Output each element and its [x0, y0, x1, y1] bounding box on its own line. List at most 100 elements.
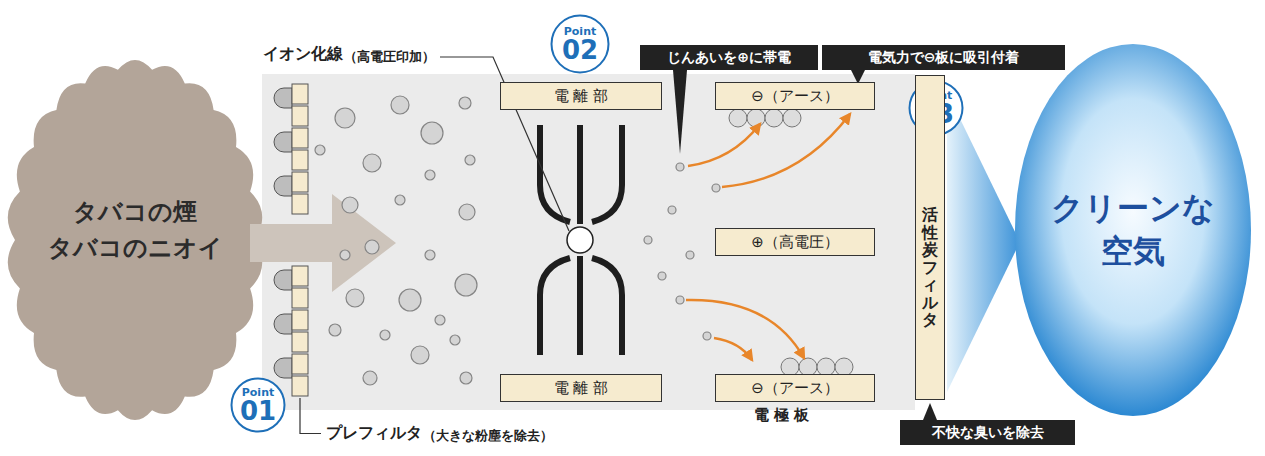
smoke-cloud-label-text: タバコの煙 [73, 194, 197, 230]
outflow-triangle [947, 92, 1020, 392]
part-label-note: （大きな粉塵を除去） [423, 427, 553, 445]
prefilter [274, 84, 308, 396]
note-box-text: 電気力で⊖板に吸引付着 [868, 49, 1020, 67]
carbon-filter-text: 活性炭フィルタ [922, 206, 938, 329]
prefilter-element [292, 310, 308, 330]
ionizer-box: 電 離 部 [500, 374, 662, 402]
attraction-arrow [722, 114, 850, 187]
electrode-stroke [577, 125, 583, 224]
leader-line [300, 398, 321, 434]
prefilter-element [274, 176, 292, 196]
dust-particle [399, 289, 421, 311]
attraction-arrow [686, 300, 804, 358]
prefilter-element [292, 106, 308, 126]
dust-particle [747, 109, 765, 127]
dust-particle [315, 145, 325, 155]
dust-particle [450, 335, 460, 345]
electrode-plate: ⊕（高電圧） [715, 228, 875, 256]
pointer-wedge [923, 403, 937, 420]
dust-particle [421, 122, 443, 144]
prefilter-element [292, 194, 308, 214]
dust-particle [765, 109, 783, 127]
prefilter-element [292, 150, 308, 170]
prefilter-element [292, 128, 308, 148]
dust-particle [703, 332, 711, 340]
dust-particle [391, 96, 409, 114]
dust-particle [712, 184, 720, 192]
particles [315, 96, 720, 385]
dust-particle [425, 170, 435, 180]
callout-number-text: 01 [240, 398, 276, 424]
dust-particle [340, 250, 350, 260]
part-label: プレフィルタ [326, 423, 422, 444]
note-box-text: 不快な臭いを除去 [932, 424, 1044, 442]
dust-particle [783, 109, 801, 127]
dust-particle [658, 272, 666, 280]
dust-particle [729, 109, 747, 127]
callout-number: Point01 [230, 377, 286, 433]
dust-particle [668, 206, 676, 214]
smoke-cloud-label: タバコの煙タバコのニオイ [30, 178, 240, 282]
part-label-note: （高電圧印加） [344, 48, 435, 66]
attraction-arrow [714, 338, 752, 360]
dust-particle [365, 240, 379, 254]
attraction-arrows [686, 114, 850, 360]
dust-particle [455, 274, 477, 296]
dust-particle [459, 204, 475, 220]
prefilter-element [274, 314, 292, 334]
dust-particle [342, 197, 358, 213]
electrode-plate: ⊖（アース） [715, 82, 875, 110]
electrode-stroke [592, 258, 622, 355]
dust-particle [363, 371, 377, 385]
callout-number-text: Point [564, 26, 596, 37]
dust-particle [346, 289, 364, 307]
dust-particle [676, 296, 684, 304]
attraction-arrow [688, 124, 760, 166]
dust-particle [465, 155, 475, 165]
prefilter-element [292, 376, 308, 396]
ionizer-box-text: 電 離 部 [554, 379, 609, 398]
smoke-cloud [8, 60, 262, 420]
note-box: じんあいを⊕に帯電 [640, 45, 818, 70]
ionizing-wire [567, 227, 593, 253]
dust-particle [411, 346, 429, 364]
dust-particle [435, 315, 445, 325]
prefilter-element [292, 354, 308, 374]
smoke-cloud-label-text: タバコのニオイ [48, 230, 223, 266]
prefilter-element [274, 270, 292, 290]
dust-particle [335, 108, 355, 128]
dust-particle [686, 251, 694, 259]
ionizer-box-text: 電 離 部 [554, 87, 609, 106]
inflow-arrow [250, 194, 396, 292]
electrode-stroke [592, 125, 622, 222]
electrode-plate-text: ⊕（高電圧） [751, 233, 839, 252]
callout-circle [552, 16, 609, 73]
electrode-plate-text: ⊖（アース） [751, 379, 839, 398]
electrode-plate: ⊖（アース） [715, 374, 875, 402]
note-box: 電気力で⊖板に吸引付着 [822, 45, 1065, 70]
note-box-text: じんあいを⊕に帯電 [667, 49, 791, 67]
prefilter-element [274, 358, 292, 378]
clean-air-label: クリーンな 空気 [1015, 45, 1251, 415]
part-label: イオン化線 [263, 44, 343, 65]
ionizer-electrodes [540, 125, 622, 355]
prefilter-element [292, 288, 308, 308]
callout-number-text: 02 [562, 37, 598, 63]
prefilter-element [292, 266, 308, 286]
dust-particle [380, 330, 390, 340]
callout-circle [232, 379, 285, 432]
carbon-filter: 活性炭フィルタ [915, 75, 945, 400]
prefilter-element [274, 88, 292, 108]
electrode-stroke [577, 256, 583, 355]
dust-particle [395, 195, 405, 205]
prefilter-element [274, 132, 292, 152]
part-label: 電 極 板 [754, 406, 809, 425]
dust-particle [676, 163, 684, 171]
ionizer-box: 電 離 部 [500, 82, 662, 110]
dust-particle [363, 154, 381, 172]
dust-particle [459, 97, 471, 109]
callout-number: Point02 [550, 14, 610, 74]
dust-particle [329, 324, 341, 336]
dust-particle [460, 372, 472, 384]
